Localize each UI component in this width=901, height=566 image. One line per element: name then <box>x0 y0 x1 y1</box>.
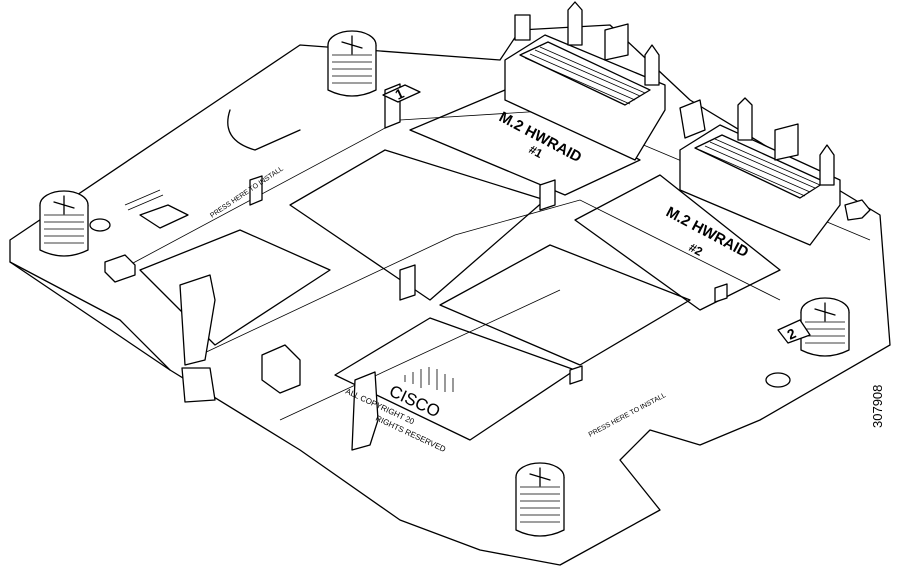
bottom-connector <box>181 367 216 403</box>
carrier-board <box>9 24 891 566</box>
cisco-logo <box>404 367 454 392</box>
captive-screw-left <box>39 190 89 257</box>
slot-frame-c <box>439 244 691 366</box>
slot2-label-line2: #2 <box>687 240 706 259</box>
alignment-posts <box>104 83 871 451</box>
captive-screw-top <box>327 30 377 97</box>
captive-screw-bottom <box>515 462 565 537</box>
m2-connector-2 <box>679 97 841 246</box>
mounting-hole-left <box>89 218 111 232</box>
small-component <box>124 189 189 229</box>
slot-frame-f <box>574 174 781 311</box>
m2-connector-1 <box>504 1 666 161</box>
slot1-label-line2: #1 <box>527 142 546 161</box>
marker-1-box <box>382 84 421 103</box>
slot-frame-e <box>409 89 641 196</box>
mounting-hole-right <box>765 372 791 388</box>
captive-screw-right <box>800 297 850 357</box>
marker-2-box <box>777 319 811 344</box>
figure-number: 307908 <box>870 384 885 428</box>
